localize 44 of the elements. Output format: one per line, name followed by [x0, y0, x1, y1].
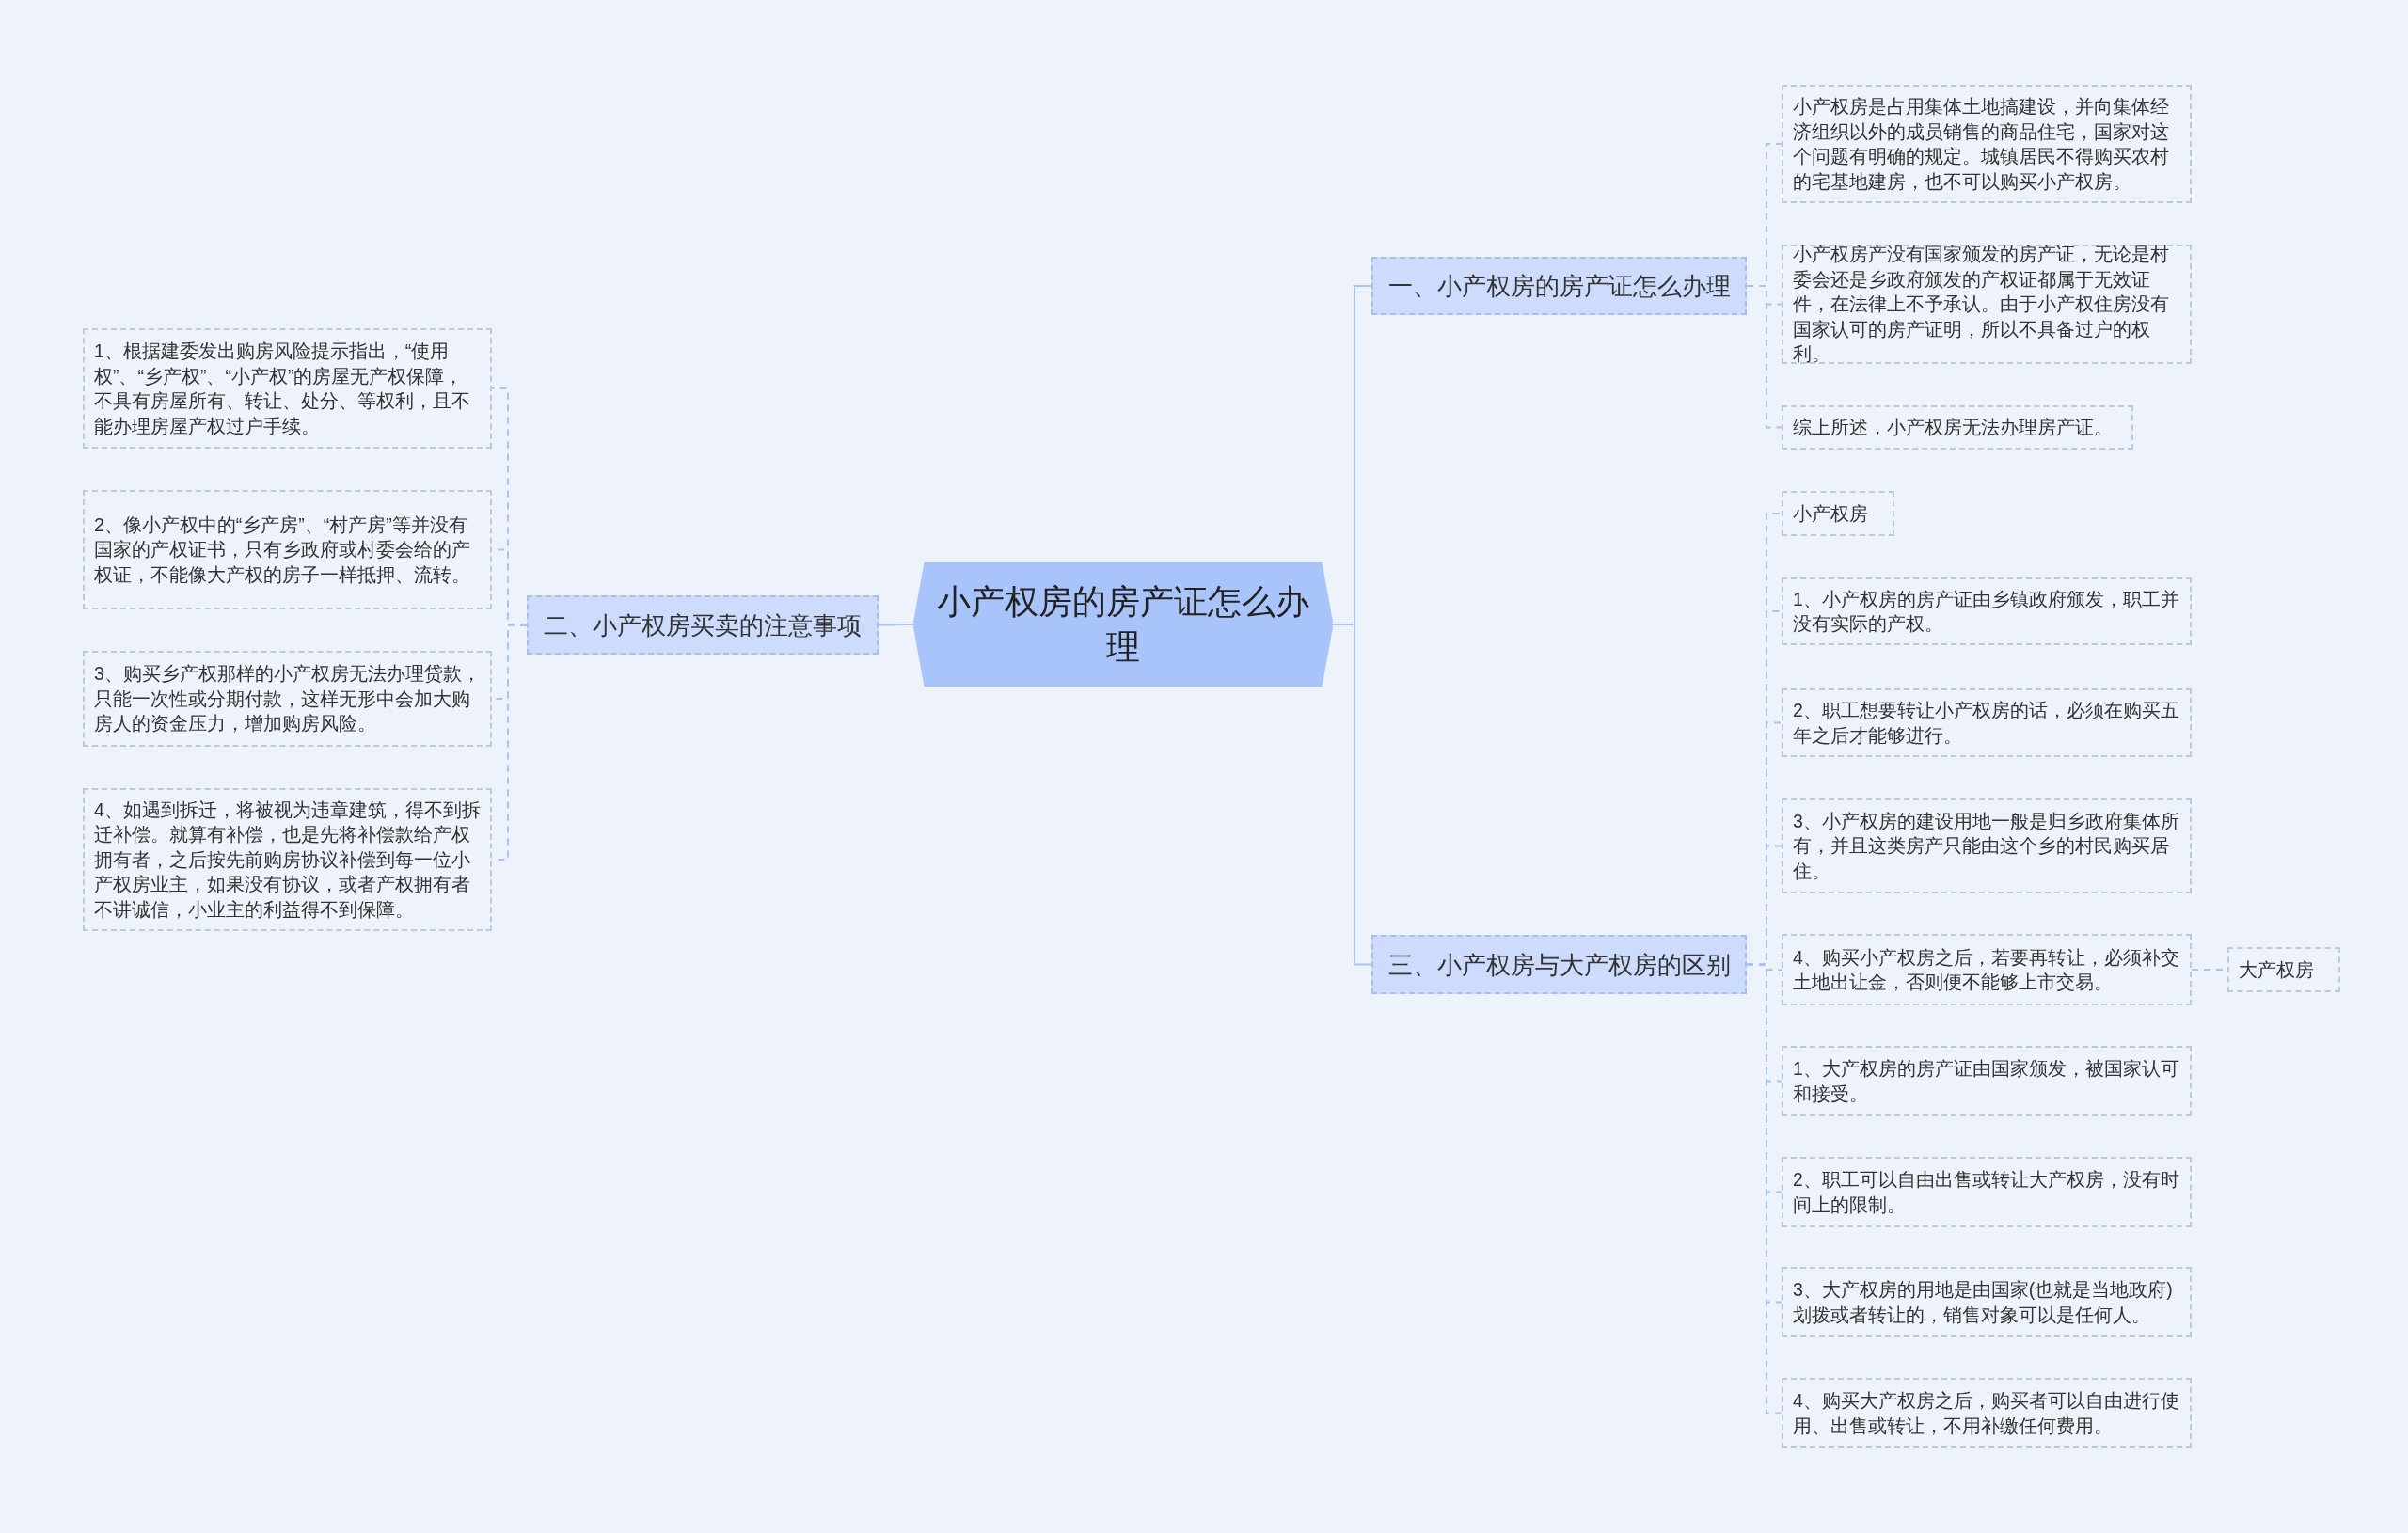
topic-text: 4、购买小产权房之后，若要再转让，必须补交土地出让金，否则便不能够上市交易。 — [1793, 945, 2180, 994]
subtopic — [1782, 1046, 2192, 1116]
subtopic — [1782, 798, 2192, 893]
topic-text: 小产权房是占用集体土地搞建设，并向集体经济组织以外的成员销售的商品住宅，国家对这个问题有明确的规定。城镇居民不得购买农村的宅基地建房，也不可以购买小产权房。 — [1793, 95, 2170, 194]
subtopic — [1782, 1157, 2192, 1227]
subtopic — [1782, 405, 2133, 450]
topic-text: 3、购买乡产权那样的小产权房无法办理贷款，只能一次性或分期付款，这样无形中会加大购房人的资金压力，增加购房风险。 — [94, 662, 481, 736]
subtopic — [83, 651, 492, 747]
central-topic — [913, 562, 1333, 687]
subtopic — [2227, 947, 2340, 992]
subtopic — [1782, 491, 1894, 536]
topic-text: 二、小产权房买卖的注意事项 — [544, 609, 862, 641]
subtopic — [1782, 577, 2192, 645]
topic-text: 一、小产权房的房产证怎么办理 — [1387, 271, 1731, 302]
subtopic — [1782, 688, 2192, 757]
topic-text: 小产权房的房产证怎么办理 — [936, 581, 1310, 668]
connector-line — [878, 624, 914, 626]
topic-text: 3、大产权房的用地是由国家(也就是当地政府)划拨或者转让的，销售对象可以是任何人。 — [1793, 1278, 2174, 1327]
topic-text: 1、大产权房的房产证由国家颁发，被国家认可和接受。 — [1793, 1057, 2180, 1106]
subtopic — [83, 490, 492, 609]
subtopic — [1782, 934, 2192, 1005]
branch-topic — [527, 595, 879, 655]
topic-text: 小产权房 — [1793, 501, 1868, 526]
topic-text: 1、根据建委发出购房风险提示指出，“使用权”、“乡产权”、“小产权”的房屋无产权保障，不具有房屋所有、转让、处分、等权利，且不能办理房屋产权过户手续。 — [94, 340, 471, 438]
topic-text: 2、职工可以自由出售或转让大产权房，没有时间上的限制。 — [1793, 1168, 2180, 1217]
topic-text: 综上所述，小产权房无法办理房产证。 — [1793, 416, 2113, 440]
topic-text: 3、小产权房的建设用地一般是归乡政府集体所有，并且这类房产只能由这个乡的村民购买居住。 — [1793, 809, 2180, 883]
topic-text: 4、购买大产权房之后，购买者可以自由进行使用、出售或转让，不用补缴任何费用。 — [1793, 1389, 2180, 1438]
topic-text: 4、如遇到拆迁，将被视为违章建筑，得不到拆迁补偿。就算有补偿，也是先将补偿款给产权拥有者，之后按先前购房协议补偿到每一位小产权房业主，如果没有协议，或者产权拥有者不讲诚信，小业主的利益得不到保障。 — [94, 798, 481, 922]
topic-text: 小产权房产没有国家颁发的房产证，无论是村委会还是乡政府颁发的产权证都属于无效证件，在法律上不予承认。由于小产权住房没有国家认可的房产证明，所以不具备过户的权利。 — [1793, 243, 2170, 367]
topic-text: 2、职工想要转让小产权房的话，必须在购买五年之后才能够进行。 — [1793, 699, 2180, 748]
subtopic — [1782, 1267, 2192, 1337]
connector-line — [1746, 285, 1782, 429]
connector-line — [491, 624, 528, 861]
subtopic — [83, 328, 492, 449]
topic-text: 2、像小产权中的“乡产房”、“村产房”等并没有国家的产权证书，只有乡政府或村委会给的产权证，不能像大产权的房子一样抵押、流转。 — [94, 513, 471, 587]
subtopic — [83, 788, 492, 931]
topic-text: 1、小产权房的房产证由乡镇政府颁发，职工并没有实际的产权。 — [1793, 587, 2180, 636]
topic-text: 大产权房 — [2239, 957, 2314, 982]
branch-topic — [1371, 257, 1747, 315]
subtopic — [1782, 1378, 2192, 1448]
subtopic — [1782, 85, 2192, 203]
branch-topic — [1371, 935, 1747, 994]
topic-text: 三、小产权房与大产权房的区别 — [1387, 949, 1731, 981]
